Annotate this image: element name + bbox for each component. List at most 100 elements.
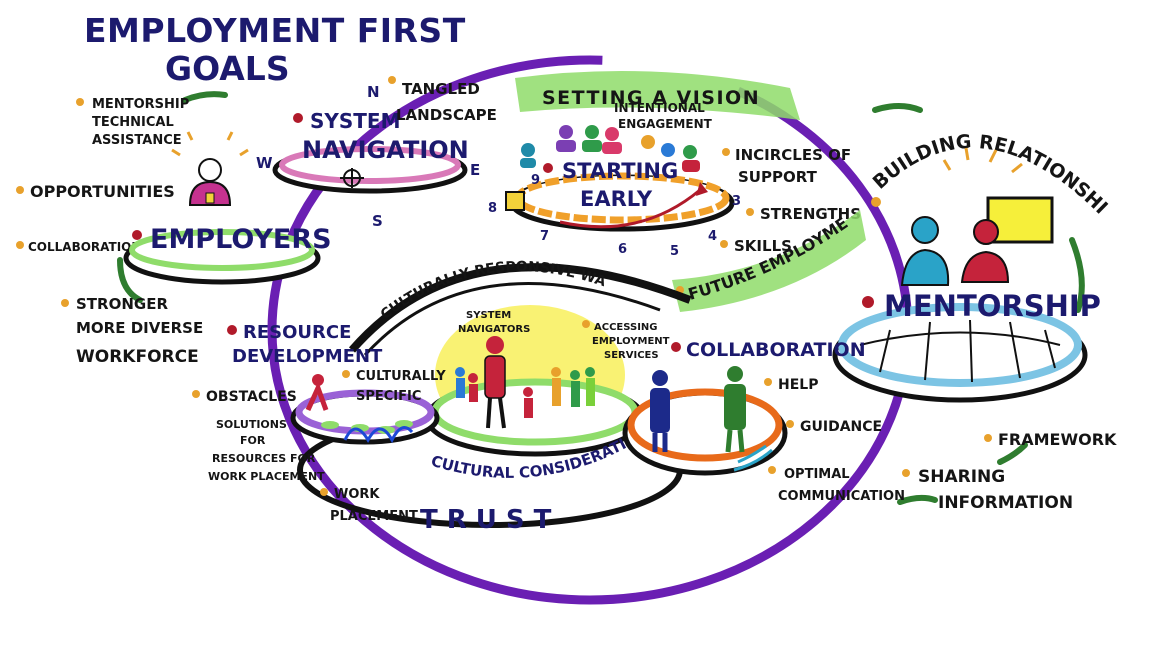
lighthouse-icon [505,191,525,211]
stepping-stones-icon [321,420,414,444]
mentorship-platform-top [838,303,1082,387]
svg-text:9: 9 [531,173,540,188]
svg-text:4: 4 [708,229,717,244]
bullet-dot [61,299,69,307]
title-line-2: GOALS [165,49,290,88]
strengths-label: STRENGTHS [760,205,861,223]
svg-text:6: 6 [618,242,627,257]
bullet-dot [871,197,881,207]
svg-text:8: 8 [488,201,497,216]
bullet-dot [342,370,350,378]
vision-green-banner [515,70,800,120]
green-stroke-3 [872,103,923,113]
starting-early-line-1: STARTING [562,159,678,183]
compass-icon [340,168,364,188]
compass-south: S [372,212,383,230]
accessing-line-3: SERVICES [604,350,659,361]
solutions-line-3: RESOURCES FOR [212,452,316,465]
navigation-platform-top [279,146,461,184]
setting-a-vision: SETTING A VISION [542,87,760,109]
bullet-dot [768,466,776,474]
bullet-dot [227,325,237,335]
employer-collaboration-label: COLLABORATION [28,240,141,254]
future-green-banner [672,210,866,312]
svg-text:5: 5 [670,244,679,259]
support-circle-people-icons [520,125,700,172]
employers-platform-top [129,229,315,271]
mentor-figures-icon [900,147,1054,286]
system-navigation-line-1: SYSTEM [310,109,401,133]
stronger-line-3: WORKFORCE [76,347,199,367]
accessing-line-1: ACCESSING [594,322,658,333]
help-label: HELP [778,377,818,393]
skills-label: SKILLS [734,237,792,255]
framework-label: FRAMEWORK [998,430,1117,449]
bullet-dot [132,230,142,240]
collaboration-heading: COLLABORATION [686,339,866,361]
culturally-specific-line-1: CULTURALLY [356,369,446,384]
culturally-responsive-arc-inner [363,282,661,357]
mentorship-ta-line-2: TECHNICAL [92,115,174,130]
trust-label: TRUST [420,505,560,535]
bullet-dot [543,163,553,173]
stronger-line-1: STRONGER [76,295,168,313]
svg-text:3: 3 [732,194,741,209]
incircles-line-1: INCIRCLES OF [735,146,851,164]
starting-early-line-2: EARLY [580,187,653,211]
accessing-line-2: EMPLOYMENT [592,336,670,347]
mentorship-heading: MENTORSHIP [884,289,1101,323]
community-people-icons [455,336,595,429]
bullet-dot [902,469,910,477]
intentional-line-2: ENGAGEMENT [618,117,713,131]
green-stroke-6 [997,442,1028,465]
mentorship-grid-icon [859,319,1061,383]
solutions-line-4: WORK PLACEMENT [208,470,325,483]
bullet-dot [16,241,24,249]
sharing-line-2: INFORMATION [938,493,1073,513]
bullet-dot [293,113,303,123]
work-placement-line-1: WORK [334,487,380,502]
compass-north: N [367,83,380,101]
arrowhead [696,182,708,196]
obstacles-label: OBSTACLES [206,389,297,405]
svg-text:7: 7 [540,229,549,244]
employers-heading: EMPLOYERS [150,224,332,255]
bullet-dot [746,208,754,216]
tangled-line-1: TANGLED [402,80,480,98]
opportunities-label: OPPORTUNITIES [30,182,175,201]
bullet-dot [671,342,681,352]
bullet-dot [192,390,200,398]
compass-east: E [470,161,480,179]
mentorship-ta-line-3: ASSISTANCE [92,133,182,148]
sharing-line-1: SHARING [918,467,1005,487]
green-stroke-5 [897,494,938,505]
title-line-1: EMPLOYMENT FIRST [84,11,466,50]
solutions-line-1: SOLUTIONS [216,418,287,431]
bullet-dot [320,488,328,496]
collaborators-icon [650,366,773,472]
employer-person-icon [171,131,249,206]
bullet-dot [76,98,84,106]
system-navigators-line-1: SYSTEM [466,310,511,321]
bullet-dot [862,296,874,308]
wheel-number-labels: 9 8 7 6 5 4 3 [488,173,741,259]
collaboration-platform-top [627,388,783,462]
growth-arrow-icon [559,188,701,229]
bullet-dot [720,240,728,248]
bullet-dot [764,378,772,386]
bullet-dot [786,420,794,428]
bullet-dot [984,434,992,442]
resource-development-line-1: RESOURCE [243,322,351,343]
bullet-dot [722,148,730,156]
work-placement-line-2: PLACEMENT [330,509,418,524]
tangled-line-2: LANDSCAPE [396,106,497,124]
bullet-dot [388,76,396,84]
stronger-line-2: MORE DIVERSE [76,319,203,337]
optimal-line-2: COMMUNICATION [778,489,905,504]
green-stroke-4 [1069,237,1085,313]
green-stroke-2 [117,257,143,303]
system-navigators-line-2: NAVIGATORS [458,324,530,335]
solutions-line-2: FOR [240,434,266,447]
green-stroke-1 [182,91,228,103]
